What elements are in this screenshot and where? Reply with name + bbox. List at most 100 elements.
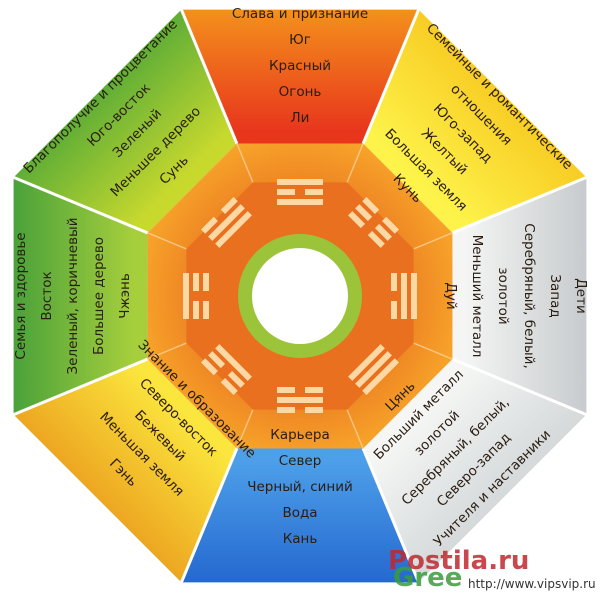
sector-label: Красный — [269, 58, 331, 74]
trigram-line-broken — [203, 301, 209, 319]
sector-label: Чжэнь — [117, 273, 133, 319]
sectors-layer — [13, 9, 587, 583]
trigram-line-broken — [193, 301, 199, 319]
sector-label: Большее дерево — [91, 237, 107, 355]
band-divider — [413, 232, 453, 250]
sector-north — [181, 448, 419, 583]
trigram-line-broken — [391, 301, 397, 319]
trigrams-layer — [183, 179, 417, 413]
divider-line — [179, 447, 239, 583]
sector-label: Восток — [39, 271, 55, 320]
trigram-line-solid — [215, 344, 252, 381]
band-divider — [413, 342, 453, 360]
trigram-line-broken — [227, 370, 245, 388]
trigram-line-solid — [362, 358, 399, 395]
watermark-green-text: Gree — [393, 563, 462, 593]
dividers-layer — [13, 9, 587, 583]
trigram-line-broken — [305, 387, 323, 393]
trigram-line-broken — [201, 358, 218, 376]
trigram-northeast — [201, 344, 252, 395]
sector-label: Ли — [291, 110, 310, 126]
trigram-line-broken — [208, 351, 226, 369]
trigram-line-solid — [215, 211, 252, 248]
band-divider — [147, 232, 187, 250]
center-circle — [238, 234, 362, 358]
trigram-south — [277, 179, 323, 205]
sector-label: Кань — [283, 531, 318, 547]
sector-label: Вода — [282, 505, 317, 521]
band-divider — [147, 342, 187, 360]
trigram-line-broken — [277, 407, 295, 413]
trigram-line-broken — [355, 204, 373, 222]
trigram-line-broken — [391, 273, 397, 291]
sector-south — [181, 9, 419, 144]
trigram-line-broken — [374, 223, 392, 241]
trigram-line-solid — [411, 273, 417, 319]
sector-label: Меньший металл — [469, 235, 485, 358]
center-white — [252, 248, 348, 344]
sector-label: Юг — [289, 32, 311, 48]
trigram-line-broken — [193, 273, 199, 291]
trigram-southwest — [348, 197, 399, 248]
trigram-line-broken — [203, 273, 209, 291]
trigram-line-broken — [277, 387, 295, 393]
sector-label: Зеленый, коричневый — [65, 218, 81, 375]
band-divider — [346, 409, 364, 449]
sector-southeast — [13, 9, 237, 233]
labels-west: Дети Запад Серебряный, белый, золотой Меньши… — [443, 223, 589, 368]
watermark-text: Postila.ru — [388, 546, 529, 576]
sector-label: Дети — [573, 278, 589, 314]
trigram-east — [183, 273, 209, 319]
trigram-line-broken — [201, 216, 218, 234]
sector-northwest — [363, 359, 587, 583]
trigram-line-broken — [382, 216, 399, 234]
band-divider — [346, 143, 364, 183]
divider-line — [361, 9, 421, 145]
sector-label: Семья и здоровье — [13, 232, 29, 359]
trigram-southeast — [201, 197, 252, 248]
trigram-line-solid — [277, 199, 323, 205]
divider-line — [361, 447, 421, 583]
trigram-northwest — [348, 344, 399, 395]
band-divider — [236, 143, 254, 183]
sector-label: Огонь — [279, 84, 322, 100]
trigram-line-broken — [305, 189, 323, 195]
trigram-line-solid — [277, 397, 323, 403]
sector-label: золотой — [495, 267, 511, 324]
sector-label: Слава и признание — [232, 6, 368, 22]
divider-line — [13, 357, 149, 417]
trigram-west — [391, 273, 417, 319]
sector-label: Север — [279, 453, 322, 469]
trigram-line-broken — [277, 189, 295, 195]
sector-southwest — [363, 9, 587, 233]
trigram-line-broken — [367, 230, 385, 248]
trigram-north — [277, 387, 323, 413]
trigram-line-broken — [220, 378, 238, 395]
trigram-line-solid — [401, 273, 407, 319]
trigram-line-broken — [305, 407, 323, 413]
sector-label: Карьера — [270, 427, 330, 443]
sector-label: Черный, синий — [247, 479, 353, 495]
sector-northeast — [13, 359, 237, 583]
trigram-line-broken — [362, 197, 380, 214]
trigram-line-solid — [355, 351, 392, 388]
divider-line — [451, 357, 587, 417]
watermark-url: http://www.vipsvip.ru — [468, 577, 596, 591]
trigram-line-solid — [183, 273, 189, 319]
divider-line — [13, 175, 149, 235]
sector-label: Запад — [547, 274, 563, 317]
trigram-line-broken — [220, 197, 238, 214]
trigram-line-solid — [348, 344, 385, 381]
trigram-line-broken — [348, 211, 366, 229]
labels-east: Семья и здоровье Восток Зеленый, коричневы… — [13, 218, 133, 375]
divider-line — [179, 9, 239, 145]
trigram-line-solid — [277, 179, 323, 185]
divider-line — [451, 175, 587, 235]
band-divider — [236, 409, 254, 449]
sector-label: Серебряный, белый, — [521, 223, 537, 368]
sector-west — [452, 177, 587, 415]
sector-label: Дуй — [443, 282, 459, 309]
